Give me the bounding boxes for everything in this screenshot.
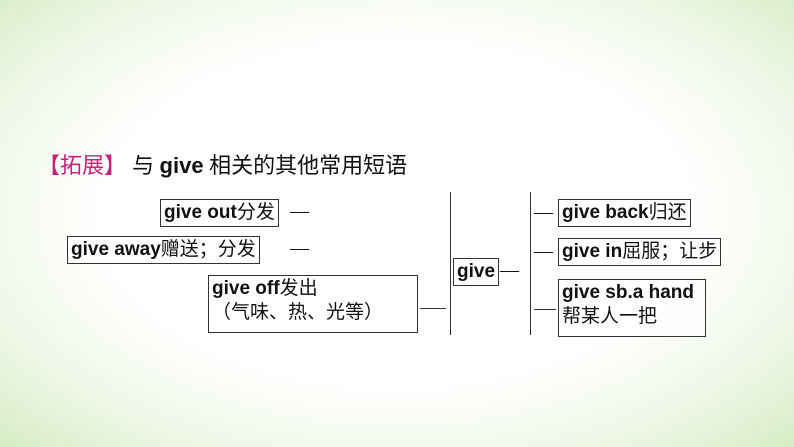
meaning-text: 归还 <box>648 202 687 223</box>
connector-dash: — <box>290 201 309 222</box>
left-phrase-box-give-away: give away赠送；分发 <box>67 236 260 264</box>
meaning-text: 分发 <box>236 202 275 223</box>
phrase-text: give off <box>212 278 280 299</box>
heading-tag: 【拓展】 <box>38 153 127 178</box>
phrase-text: give away <box>71 239 161 260</box>
section-heading: 【拓展】与 give 相关的其他常用短语 <box>38 148 407 180</box>
phrase-text: give out <box>164 202 237 223</box>
connector-line <box>420 308 446 309</box>
connector-dash: — <box>500 260 519 281</box>
left-phrase-box-give-out: give out分发 <box>160 199 279 227</box>
meaning-detail-text: （气味、热、光等） <box>212 302 384 323</box>
meaning-text: 帮某人一把 <box>562 306 658 327</box>
left-bracket-line <box>450 192 451 335</box>
center-give-box: give <box>453 258 500 286</box>
heading-prefix: 与 <box>132 153 160 178</box>
connector-dash: — <box>290 238 309 259</box>
right-phrase-box-give-sb-a-hand: give sb.a hand 帮某人一把 <box>558 279 706 337</box>
center-label: give <box>457 261 496 282</box>
phrase-text: give sb.a hand <box>562 282 694 303</box>
left-phrase-box-give-off: give off发出 （气味、热、光等） <box>208 275 418 333</box>
right-phrase-box-give-in: give in屈服；让步 <box>558 238 722 266</box>
right-phrase-box-give-back: give back归还 <box>558 199 691 227</box>
connector-dash: — <box>534 241 553 262</box>
phrase-text: give back <box>562 202 649 223</box>
heading-keyword: give <box>159 153 204 178</box>
heading-suffix: 相关的其他常用短语 <box>203 153 408 178</box>
meaning-text: 屈服；让步 <box>622 241 718 262</box>
meaning-text: 赠送；分发 <box>160 239 256 260</box>
meaning-text: 发出 <box>279 278 318 299</box>
phrase-text: give in <box>562 241 623 262</box>
connector-dash: — <box>534 202 553 223</box>
connector-line <box>534 309 556 310</box>
right-bracket-line <box>530 192 531 335</box>
